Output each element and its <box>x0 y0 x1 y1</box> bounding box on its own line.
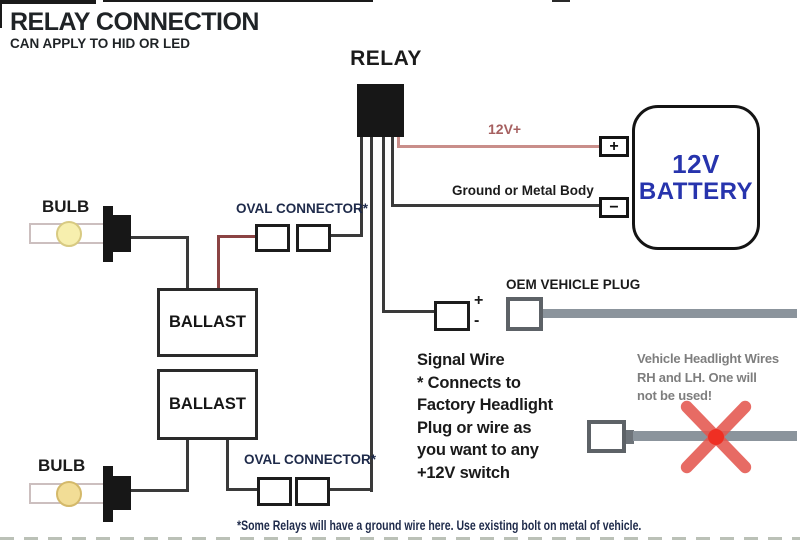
wire-relay-ground-vertical <box>391 137 394 207</box>
battery-negative-terminal: − <box>599 197 629 218</box>
wire-ballast-bottom-to-bulb-vertical <box>186 440 189 492</box>
top-border-segment <box>103 0 373 2</box>
signal-plug <box>434 301 470 331</box>
page-subtitle: CAN APPLY TO HID OR LED <box>10 36 191 51</box>
wire-relay-positive-stub <box>397 137 400 148</box>
wire-relay-to-bottom-connector-vertical <box>370 137 373 492</box>
battery-body: 12V BATTERY <box>632 105 760 250</box>
ballast-top: BALLAST <box>157 288 258 357</box>
connector-bottom-label: OVAL CONNECTOR* <box>244 452 377 467</box>
wire-ballast-bottom-to-connector-vertical <box>226 440 229 491</box>
headlight-note-line: not be used! <box>637 388 712 403</box>
connector-bottom-box-right <box>295 477 330 506</box>
ballast-bottom-label: BALLAST <box>169 395 246 413</box>
headlight-plug-nub <box>626 430 634 444</box>
connector-top-box-right <box>296 224 331 252</box>
minus-icon: − <box>609 198 619 216</box>
oem-plug <box>506 297 543 331</box>
bottom-dashed-line <box>0 537 800 540</box>
bulb-bottom-base <box>113 476 131 510</box>
red-x-icon <box>668 389 764 485</box>
bulb-bottom-label: BULB <box>38 456 86 475</box>
bulb-bottom-glow-icon <box>56 481 82 507</box>
signal-plug-plus-icon: + <box>474 292 484 309</box>
headlight-plug <box>587 420 626 453</box>
relay-label: RELAY <box>350 47 422 70</box>
wire-ground-to-battery <box>391 204 600 207</box>
signal-plug-minus-icon: - <box>474 312 480 329</box>
wire-bulb-top-to-ballast <box>186 236 189 290</box>
headlight-note-line: Vehicle Headlight Wires <box>637 351 779 366</box>
wire-top-connector-horizontal <box>217 235 257 238</box>
footnote: *Some Relays will have a ground wire her… <box>237 518 642 533</box>
signal-note-line: Plug or wire as <box>417 418 532 437</box>
wire-bulb-top-horizontal <box>131 236 189 239</box>
battery-name-label: BATTERY <box>638 177 754 205</box>
signal-note-line: Signal Wire <box>417 351 505 369</box>
signal-wire-note: Signal Wire * Connects to Factory Headli… <box>417 349 553 484</box>
wire-relay-to-bottom-connector-horizontal <box>328 488 373 491</box>
wire-relay-to-top-connector-vertical <box>360 137 363 237</box>
signal-note-line: * Connects to <box>417 373 521 392</box>
positive-wire-label: 12V+ <box>488 121 522 137</box>
oem-plug-wire <box>543 309 797 318</box>
ground-wire-label: Ground or Metal Body <box>452 183 594 198</box>
battery-positive-terminal: + <box>599 136 629 157</box>
wire-top-connector-to-ballast <box>217 235 220 290</box>
bulb-top-base <box>113 215 131 252</box>
relay-body <box>357 84 404 137</box>
headlight-note-line: RH and LH. One will <box>637 369 757 385</box>
wire-ballast-bottom-to-connector-horizontal <box>226 488 259 491</box>
ballast-bottom: BALLAST <box>157 369 258 440</box>
bulb-top-glow-icon <box>56 221 82 247</box>
connector-top-box-left <box>255 224 290 252</box>
wire-bulb-bottom-horizontal <box>129 489 189 492</box>
plus-icon: + <box>609 137 619 155</box>
page-title: RELAY CONNECTION <box>10 8 259 36</box>
top-border-segment <box>552 0 570 2</box>
wire-relay-to-signal-plug-vertical <box>382 137 385 313</box>
bulb-top-label: BULB <box>42 197 90 216</box>
wire-positive-to-battery <box>397 145 600 148</box>
red-x-center <box>708 429 724 445</box>
ballast-top-label: BALLAST <box>169 313 246 331</box>
connector-bottom-box-left <box>257 477 292 506</box>
bulb-top-flange <box>103 206 113 262</box>
top-border-segment <box>0 0 96 4</box>
left-border-segment <box>0 1 2 28</box>
oem-plug-label: OEM VEHICLE PLUG <box>506 277 641 292</box>
signal-note-line: Factory Headlight <box>417 396 553 414</box>
wire-relay-to-signal-plug-horizontal <box>382 310 435 313</box>
headlight-wires-note: Vehicle Headlight Wires RH and LH. One w… <box>637 350 779 406</box>
connector-top-label: OVAL CONNECTOR* <box>236 201 369 216</box>
wire-relay-to-top-connector-horizontal <box>330 234 363 237</box>
battery-voltage-label: 12V <box>672 148 720 179</box>
signal-note-line: +12V switch <box>417 463 510 482</box>
bulb-bottom-flange <box>103 466 113 522</box>
signal-note-line: you want to any <box>417 441 539 459</box>
